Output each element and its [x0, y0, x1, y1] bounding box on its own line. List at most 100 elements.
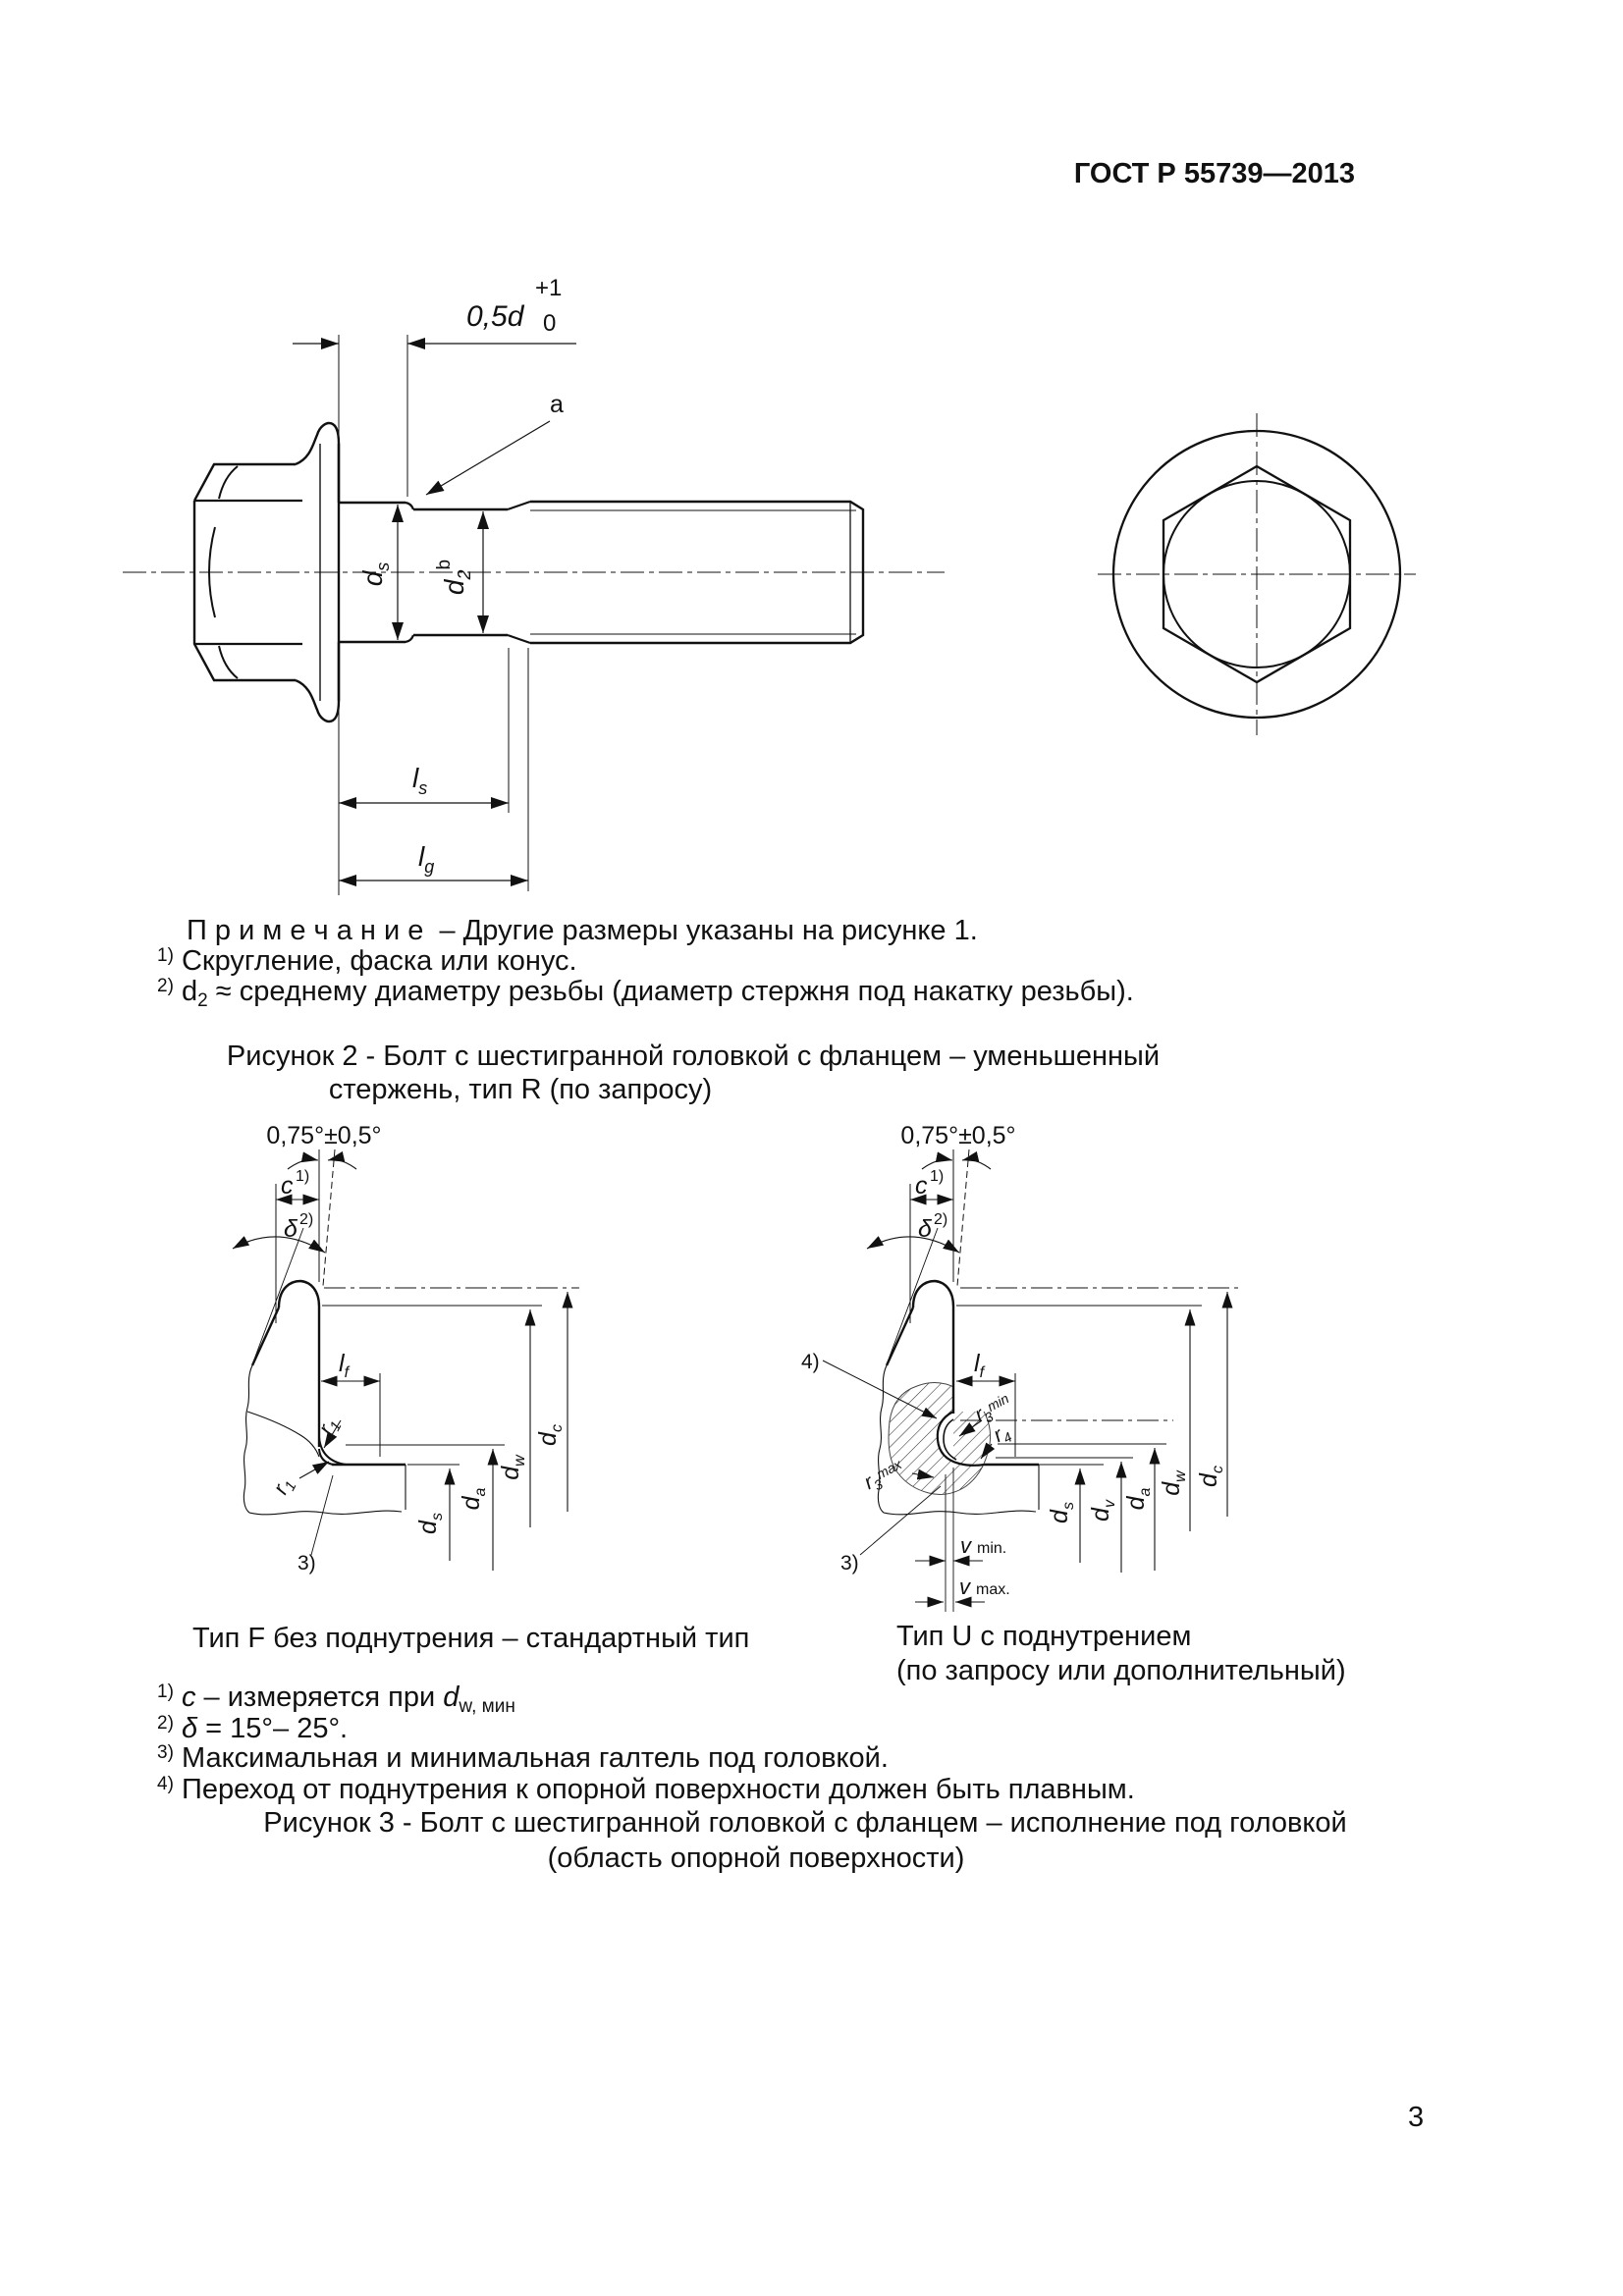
fillet-min — [318, 1448, 335, 1466]
flange-rim-cap — [911, 1279, 955, 1308]
fig3-caption-line1: Рисунок 3 - Болт с шестигранной головкой… — [263, 1807, 1347, 1839]
svg-text:r3min: r3min — [971, 1389, 1015, 1429]
ds-ladder-label: ds — [414, 1513, 446, 1534]
undercut-min — [943, 1418, 957, 1461]
flange-cone-surface — [250, 1307, 281, 1366]
footnote-text: Переход от поднутрения к опорной поверхн… — [181, 1774, 1135, 1805]
flange-outline — [295, 421, 341, 723]
tolerance-plus: +1 — [535, 275, 562, 301]
air-clear — [953, 1376, 1000, 1412]
angle-arc-left — [921, 1151, 953, 1170]
d-sub: w, мин — [459, 1696, 515, 1717]
angle-label: 0,75°±0,5° — [266, 1122, 381, 1149]
fillet-max — [318, 1436, 347, 1466]
c-sup: 1) — [296, 1168, 309, 1185]
doc-number: ГОСТ Р 55739—2013 — [1073, 158, 1355, 189]
r1-lower-leader — [298, 1461, 330, 1479]
thread-outline — [530, 500, 865, 645]
flange-circle — [1111, 429, 1402, 720]
svg-text:ds: ds — [357, 562, 393, 587]
tolerance-zero: 0 — [543, 310, 556, 337]
hex-facet-lines — [194, 499, 302, 646]
cone-datum — [886, 1227, 939, 1365]
svg-text:dc: dc — [534, 1424, 566, 1446]
hexagon — [1162, 464, 1352, 684]
footnote-marker: 3) — [157, 1742, 174, 1763]
ref-tilted-dashed — [322, 1148, 336, 1287]
d-symbol: d — [443, 1682, 460, 1713]
break-lines — [877, 1364, 1040, 1516]
callout-a-label: a — [550, 391, 564, 418]
fig3-caption-line2: (область опорной поверхности) — [547, 1842, 965, 1874]
r1-upper-label: r1 — [313, 1414, 346, 1440]
footnote-marker: 1) — [157, 945, 174, 966]
fig3-footnote-4: 4) Переход от поднутрения к опорной пове… — [157, 1773, 1135, 1806]
lg-label: lg — [418, 841, 434, 877]
r4-leader — [980, 1442, 996, 1460]
svg-text:dc: dc — [1195, 1466, 1226, 1487]
v-ext-lines — [945, 1468, 954, 1612]
d2-label: d2b — [434, 560, 474, 595]
ds-ladder-label: ds — [1046, 1502, 1077, 1523]
svg-text:dv: dv — [1087, 1499, 1118, 1522]
angle-arc-right — [327, 1150, 357, 1170]
delta-arc — [232, 1236, 326, 1254]
ext-lines-lslg — [338, 648, 529, 895]
delta-arc — [866, 1236, 960, 1254]
note-text: – Другие размеры указаны на рисунке 1. — [439, 915, 978, 946]
section-blob — [888, 1382, 992, 1495]
d2-sub: 2 — [197, 990, 208, 1011]
svg-text:r1: r1 — [313, 1414, 346, 1440]
callout3-label: 3) — [298, 1552, 316, 1575]
angle-arc-right — [961, 1150, 992, 1170]
hex-head-outline — [192, 462, 296, 682]
svg-text:dw: dw — [497, 1454, 528, 1480]
dc-ladder-label: dc — [534, 1424, 566, 1446]
fig2-footnote-1: 1) Скругление, фаска или конус. — [157, 944, 577, 978]
svg-text:dw: dw — [1158, 1469, 1189, 1496]
fig3-typeF-caption: Тип F без поднутрения – стандартный тип — [192, 1623, 750, 1654]
r3max-leader — [911, 1468, 935, 1480]
break-lines — [243, 1364, 406, 1516]
neck-edges — [339, 501, 406, 644]
c-label: c — [281, 1172, 294, 1200]
svg-text:ds: ds — [1046, 1502, 1077, 1523]
da-ladder-label: da — [458, 1488, 489, 1511]
svg-text:ds: ds — [414, 1513, 446, 1534]
dw-ladder-label: dw — [497, 1454, 528, 1480]
ref-tilted-dashed — [956, 1148, 970, 1287]
svg-text:da: da — [458, 1488, 489, 1511]
r1-lower-label: r1 — [268, 1478, 300, 1498]
callout3-label: 3) — [840, 1552, 859, 1575]
fig2-end-view — [1098, 413, 1416, 735]
svg-text:r4: r4 — [990, 1420, 1014, 1450]
callout4-leader — [822, 1360, 938, 1419]
c-symbol: c — [181, 1682, 196, 1713]
callout3-leader — [859, 1485, 942, 1556]
fig3-typeF-drawing: 0,75°±0,5° c 1) δ 2) lf r1 r1 3) ds da d… — [232, 1122, 579, 1575]
delta-sup: 2) — [934, 1211, 947, 1228]
ext-lines-05d — [338, 335, 408, 497]
lf-label: lf — [974, 1350, 986, 1381]
delta-symbol: δ — [181, 1713, 198, 1744]
r3min-leader — [958, 1419, 983, 1437]
d2-symbol: d — [181, 976, 198, 1007]
lf-label: lf — [339, 1350, 351, 1381]
callout3-leader — [310, 1474, 334, 1556]
flange-cone-surface — [885, 1307, 915, 1366]
footnote-marker: 4) — [157, 1774, 174, 1794]
footnote-marker: 1) — [157, 1682, 174, 1702]
fig3-footnote-3: 3) Максимальная и минимальная галтель по… — [157, 1741, 889, 1775]
fig3-footnote-1: 1) c – измеряется при dw, мин — [157, 1681, 515, 1717]
undercut-void — [937, 1412, 985, 1466]
callout4-label: 4) — [801, 1351, 820, 1373]
dim-05d-label: 0,5d — [466, 300, 525, 333]
fig2-note: П р и м е ч а н и е – Другие размеры ука… — [187, 914, 978, 947]
fig2-caption-line2: стержень, тип R (по запросу) — [328, 1074, 713, 1105]
footnote-text: Скругление, фаска или конус. — [181, 945, 577, 977]
thread-runout — [507, 501, 531, 644]
dw-ladder-label: dw — [1158, 1469, 1189, 1496]
